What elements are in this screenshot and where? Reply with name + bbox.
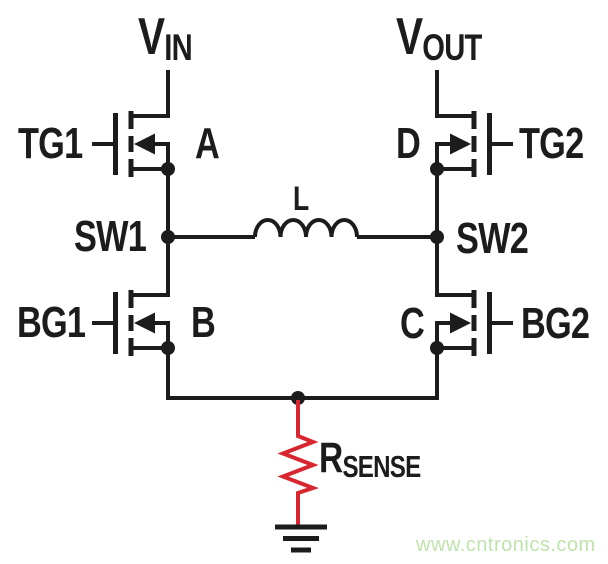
ground-icon — [275, 524, 327, 553]
label-sw2: SW2 — [456, 214, 529, 263]
inductor-coil — [253, 218, 359, 238]
label-bg1: BG1 — [17, 298, 86, 347]
label-sw1: SW1 — [74, 212, 147, 261]
watermark-text: www.cntronics.com — [416, 534, 596, 556]
label-switch-d: D — [396, 119, 421, 168]
sense-node-dot — [291, 391, 305, 405]
label-vin-main: V — [138, 8, 165, 66]
label-rsense: RSENSE — [319, 434, 421, 482]
label-inductor: L — [293, 180, 309, 218]
label-vin-sub: IN — [164, 25, 192, 68]
label-vout-main: V — [396, 8, 423, 66]
label-tg1: TG1 — [18, 119, 83, 168]
sense-resistor-zigzag — [277, 400, 319, 527]
sw2-node-dot — [430, 230, 444, 244]
mosfet-a-symbol — [92, 111, 175, 177]
label-bg2: BG2 — [521, 299, 590, 348]
sense-resistor-symbol — [277, 400, 319, 527]
mosfet-d-symbol — [430, 111, 513, 177]
label-rsense-sub: SENSE — [342, 448, 421, 484]
label-switch-a: A — [195, 119, 220, 168]
ground-bars — [275, 524, 327, 553]
label-vout-sub: OUT — [422, 25, 482, 68]
label-switch-b: B — [191, 298, 216, 347]
label-tg2: TG2 — [519, 119, 584, 168]
junction-dots — [161, 230, 444, 405]
sw1-node-dot — [161, 230, 175, 244]
label-vout: VOUT — [396, 8, 482, 66]
label-vin: VIN — [138, 8, 193, 66]
mosfet-b-symbol — [92, 290, 175, 356]
mosfet-c-symbol — [430, 290, 513, 356]
label-switch-c: C — [400, 299, 425, 348]
label-rsense-main: R — [319, 434, 343, 482]
mosfet-symbols — [92, 111, 513, 356]
